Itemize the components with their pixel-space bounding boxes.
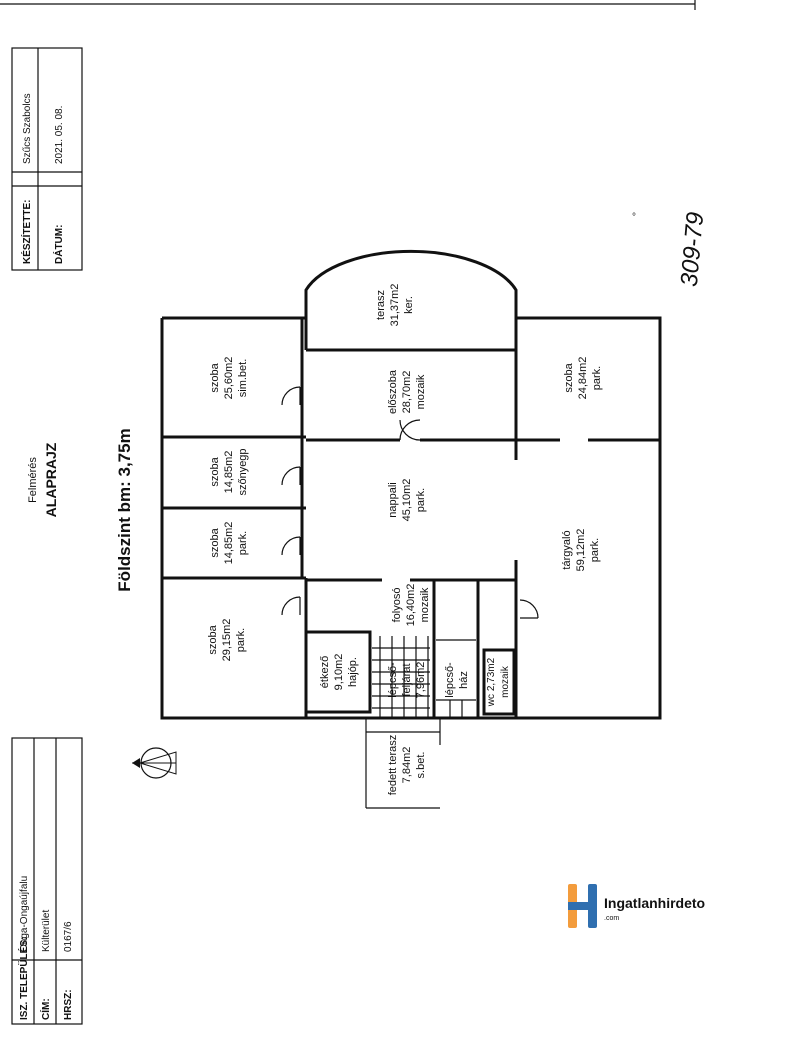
brand-logo-icon: Ingatlanhirdeto .com (568, 884, 705, 928)
plan-title: ALAPRAJZ (43, 442, 59, 517)
nappali-area: 45,10m2 (401, 479, 413, 522)
etkezo-floor: hajóp. (347, 657, 359, 687)
fedett-terasz-area: 7,84m2 (401, 747, 413, 784)
room-szoba-2: szoba 24,84m2 park. (563, 357, 603, 400)
address-label: CÍM: (39, 998, 52, 1020)
folyoso-name: folyosó (391, 588, 403, 623)
szoba-5-name: szoba (207, 624, 219, 654)
wc-name-area: wc 2,73m2 (486, 657, 497, 707)
handwritten-mark: ° (632, 212, 636, 223)
lepcsohaz-line1: lépcső- (444, 662, 456, 698)
room-etkezo: étkező 9,10m2 hajóp. (319, 654, 359, 691)
wc-floor: mozaik (500, 665, 511, 698)
room-szoba-5: szoba 29,15m2 park. (207, 619, 247, 662)
lepcsohaz-line2: ház (458, 671, 470, 689)
szoba-4-name: szoba (209, 527, 221, 557)
lepcsofeljarat-line2: feljárat (401, 663, 413, 696)
szoba-3-floor: szőnyegp (237, 448, 249, 495)
eloszoba-name: előszoba (387, 369, 399, 414)
szoba-2-area: 24,84m2 (577, 357, 589, 400)
date-label: DÁTUM: (52, 225, 65, 264)
szoba-1-area: 25,60m2 (223, 357, 235, 400)
room-folyoso: folyosó 16,40m2 mozaik (391, 584, 431, 627)
parcel-label: HRSZ: (63, 989, 74, 1020)
north-arrow-icon (132, 747, 177, 779)
szoba-1-floor: sim.bet. (237, 359, 249, 398)
room-targyalo: tárgyaló 59,12m2 park. (561, 529, 601, 572)
etkezo-area: 9,10m2 (333, 654, 345, 691)
location-box: ISZ. TELEPÜLÉS: Onga-Ongaújfalu CÍM: Kül… (11, 737, 83, 1025)
szoba-1-name: szoba (209, 362, 221, 392)
nappali-floor: park. (415, 488, 427, 512)
targyalo-name: tárgyaló (561, 530, 573, 569)
room-terasz: terasz 31,37m2 ker. (375, 284, 415, 327)
room-lepcsohaz: lépcső- ház (444, 662, 470, 698)
room-wc: wc 2,73m2 mozaik (486, 657, 511, 707)
folyoso-floor: mozaik (419, 587, 431, 622)
room-szoba-3: szoba 14,85m2 szőnyegp (209, 448, 249, 495)
nappali-name: nappali (387, 482, 399, 517)
room-nappali: nappali 45,10m2 park. (387, 479, 427, 522)
szoba-3-area: 14,85m2 (223, 451, 235, 494)
szoba-5-area: 29,15m2 (221, 619, 233, 662)
room-eloszoba: előszoba 28,70m2 mozaik (387, 369, 427, 414)
szoba-2-floor: park. (591, 366, 603, 390)
parcel-value: 0167/6 (63, 921, 74, 952)
room-labels: terasz 31,37m2 ker. szoba 25,60m2 sim.be… (207, 284, 603, 796)
author-label: KÉSZÍTETTE: (20, 200, 33, 264)
room-szoba-4: szoba 14,85m2 park. (209, 522, 249, 565)
etkezo-name: étkező (319, 656, 331, 688)
terasz-name: terasz (375, 290, 387, 320)
szoba-4-floor: park. (237, 531, 249, 555)
room-fedett-terasz: fedett terasz 7,84m2 s.bet. (387, 735, 427, 796)
szoba-5-floor: park. (235, 628, 247, 652)
building-outline (160, 249, 662, 809)
brand-suffix: .com (604, 915, 619, 922)
brand-logo: Ingatlanhirdeto .com (566, 880, 726, 932)
lepcsofeljarat-area: 7,96m2 (415, 662, 427, 699)
terasz-area: 31,37m2 (389, 284, 401, 327)
address-value: Külterület (41, 910, 52, 952)
room-lepcsofeljarat: lépcső- feljárat 7,96m2 (387, 662, 427, 699)
date-value: 2021. 05. 08. (54, 106, 65, 164)
lepcsofeljarat-line1: lépcső- (387, 662, 399, 698)
author-date-box: KÉSZÍTETTE: Szűcs Szabolcs DÁTUM: 2021. … (11, 47, 83, 271)
room-szoba-1: szoba 25,60m2 sim.bet. (209, 357, 249, 400)
fedett-terasz-floor: s.bet. (415, 752, 427, 779)
szoba-3-name: szoba (209, 456, 221, 486)
szoba-4-area: 14,85m2 (223, 522, 235, 565)
fedett-terasz-name: fedett terasz (387, 735, 399, 796)
folyoso-area: 16,40m2 (405, 584, 417, 627)
szoba-2-name: szoba (563, 362, 575, 392)
settlement-label: ISZ. TELEPÜLÉS: (17, 937, 30, 1020)
handwritten-number: 309-79 (676, 211, 709, 288)
terasz-floor: ker. (403, 296, 415, 314)
eloszoba-area: 28,70m2 (401, 371, 413, 414)
floor-level: Földszint bm: 3,75m (115, 428, 134, 591)
eloszoba-floor: mozaik (415, 374, 427, 409)
targyalo-floor: park. (589, 538, 601, 562)
survey-label: Felmérés (27, 457, 39, 503)
targyalo-area: 59,12m2 (575, 529, 587, 572)
author-value: Szűcs Szabolcs (22, 93, 33, 164)
brand-name: Ingatlanhirdeto (604, 895, 705, 911)
settlement-value: Onga-Ongaújfalu (19, 876, 30, 952)
